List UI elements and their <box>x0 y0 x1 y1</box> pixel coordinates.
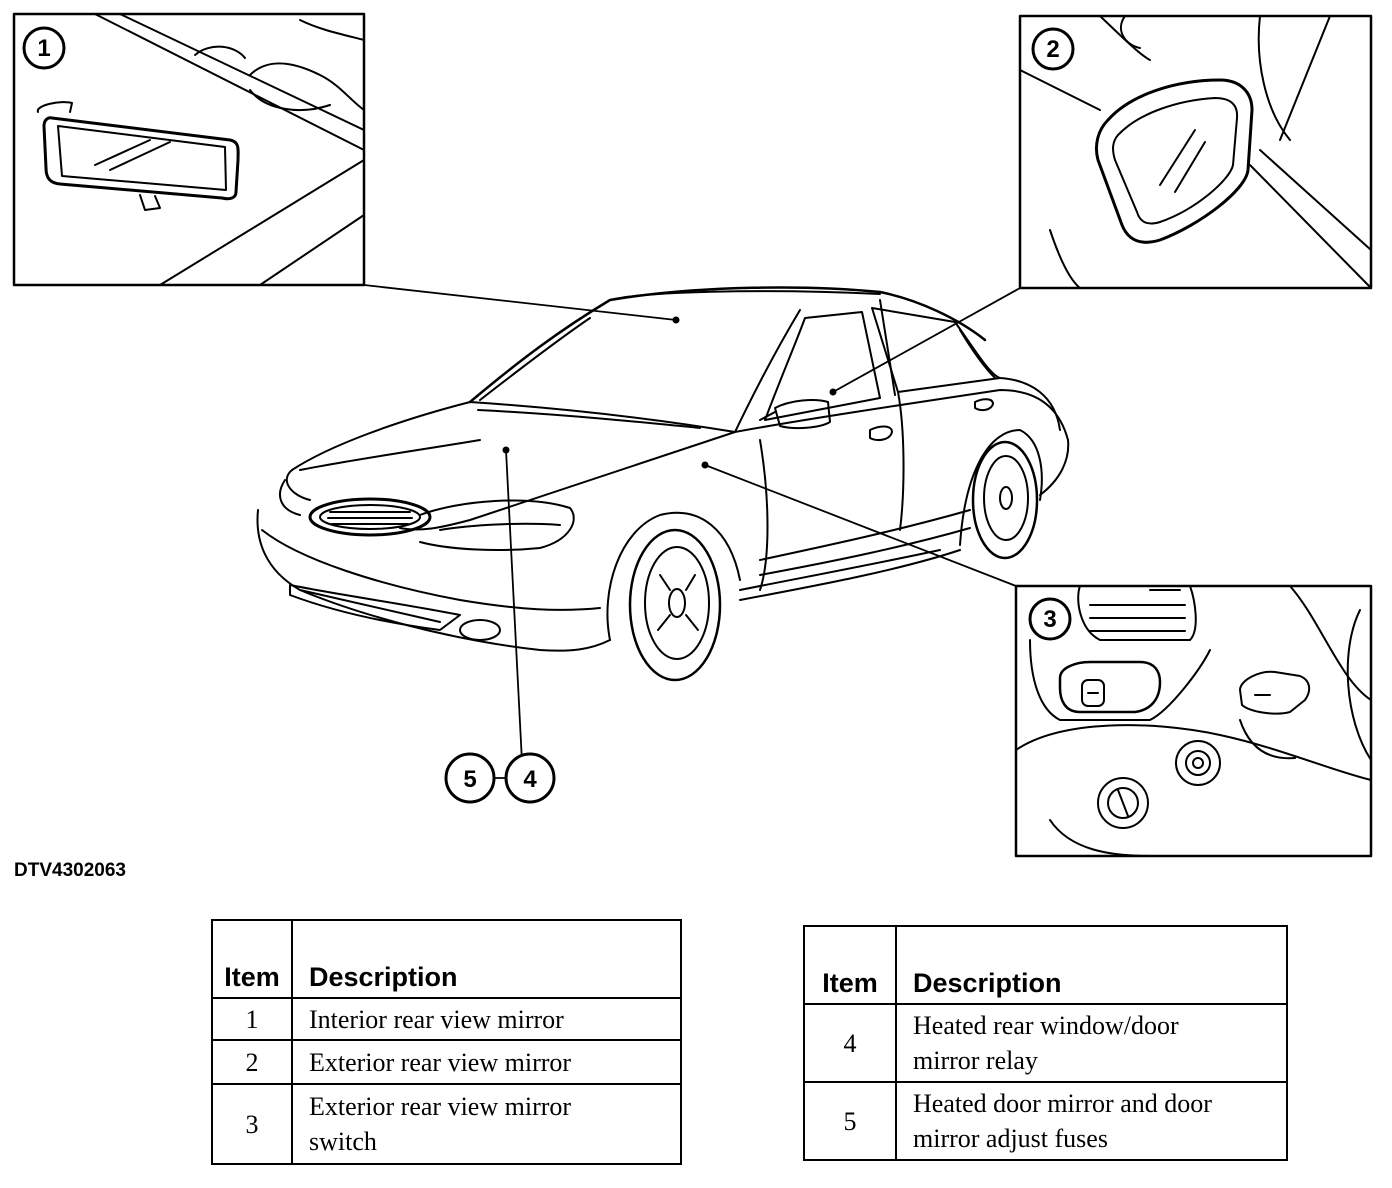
table-row: 4 Heated rear window/door mirror relay <box>803 1003 1288 1083</box>
figure-id: DTV4302063 <box>14 860 126 881</box>
detail-panel-mirror-switch <box>1014 584 1373 858</box>
row-item: 5 <box>803 1081 897 1161</box>
header-description: Description <box>291 919 682 999</box>
row-description: Interior rear view mirror <box>291 997 682 1041</box>
row-item: 3 <box>211 1083 293 1165</box>
description-line: mirror relay <box>913 1046 1038 1075</box>
row-item: 4 <box>803 1003 897 1083</box>
header-description: Description <box>895 925 1288 1005</box>
row-description: Heated rear window/door mirror relay <box>895 1003 1288 1083</box>
row-description: Exterior rear view mirror <box>291 1039 682 1085</box>
description-line: Heated rear window/door <box>913 1011 1179 1040</box>
callout-1: 1 <box>22 26 66 70</box>
table-header-row: Item Description <box>803 925 1288 1005</box>
description-line: Interior rear view mirror <box>309 1004 564 1034</box>
description-line: Exterior rear view mirror <box>309 1047 572 1077</box>
detail-panel-exterior-mirror <box>1018 14 1373 290</box>
leader-lines <box>363 284 1021 779</box>
row-description: Heated door mirror and door mirror adjus… <box>895 1081 1288 1161</box>
description-line: mirror adjust fuses <box>913 1124 1108 1153</box>
vehicle-diagram: 1 2 3 5 4 <box>12 12 1373 858</box>
legend-table-right: Item Description 4 Heated rear window/do… <box>803 925 1288 1161</box>
callout-4-label: 4 <box>523 766 537 793</box>
header-item: Item <box>803 925 897 1005</box>
callout-5: 5 <box>444 752 496 804</box>
table-row: 3 Exterior rear view mirror switch <box>211 1083 682 1165</box>
table-row: 1 Interior rear view mirror <box>211 997 682 1041</box>
car-illustration <box>256 286 1070 682</box>
table-row: 5 Heated door mirror and door mirror adj… <box>803 1081 1288 1161</box>
legend-table-left: Item Description 1 Interior rear view mi… <box>211 919 682 1165</box>
callout-5-label: 5 <box>463 766 476 793</box>
description-line: switch <box>309 1127 377 1156</box>
callout-1-label: 1 <box>37 35 50 62</box>
detail-panel-interior-mirror <box>12 12 366 287</box>
callout-3: 3 <box>1028 597 1072 641</box>
callout-3-label: 3 <box>1043 606 1056 633</box>
callout-4: 4 <box>504 752 556 804</box>
callout-2-label: 2 <box>1046 36 1059 63</box>
callout-2: 2 <box>1031 27 1075 71</box>
row-description: Exterior rear view mirror switch <box>291 1083 682 1165</box>
row-item: 2 <box>211 1039 293 1085</box>
description-line: Heated door mirror and door <box>913 1089 1212 1118</box>
description-line: Exterior rear view mirror <box>309 1092 572 1121</box>
header-item: Item <box>211 919 293 999</box>
row-item: 1 <box>211 997 293 1041</box>
table-header-row: Item Description <box>211 919 682 999</box>
table-row: 2 Exterior rear view mirror <box>211 1039 682 1085</box>
